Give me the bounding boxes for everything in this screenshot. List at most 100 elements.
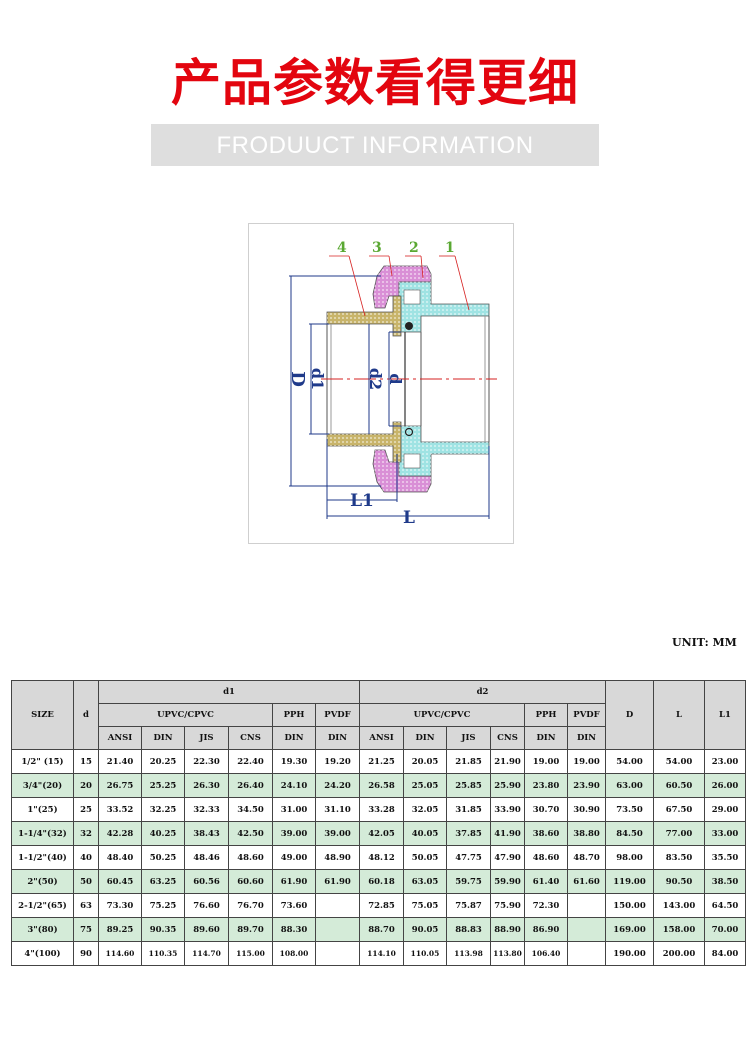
cell-L1: 23.00 <box>704 749 746 774</box>
cell-d1-pph: 108.00 <box>272 941 316 966</box>
cell-d2-pvdf: 61.60 <box>567 869 606 894</box>
cell-d2-pvdf: 23.90 <box>567 773 606 798</box>
cell-d2-jis: 31.85 <box>446 797 491 822</box>
cell-d1-jis: 32.33 <box>184 797 229 822</box>
header-d2-cns: CNS <box>490 726 525 750</box>
header-d1-upvc: UPVC/CPVC <box>98 703 273 727</box>
union-cross-section-diagram: D d1 d2 d L1 L 4 3 2 1 <box>248 223 514 544</box>
cell-d1-cns: 48.60 <box>228 845 273 870</box>
cell-d: 63 <box>73 893 99 918</box>
dim-label-d2: d2 <box>366 368 385 390</box>
cell-d: 32 <box>73 821 99 846</box>
header-d2-pvdf: PVDF <box>567 703 606 727</box>
cell-d2-cns: 47.90 <box>490 845 525 870</box>
cell-d2-pph: 61.40 <box>524 869 568 894</box>
cell-d2-ansi: 48.12 <box>359 845 404 870</box>
cell-size: 2-1/2"(65) <box>11 893 74 918</box>
cell-L: 54.00 <box>653 749 705 774</box>
cell-d1-din: 32.25 <box>141 797 185 822</box>
part-label-4: 4 <box>337 240 347 256</box>
cell-d1-jis: 22.30 <box>184 749 229 774</box>
header-d2-pph-din: DIN <box>524 726 568 750</box>
cell-d1-pph: 49.00 <box>272 845 316 870</box>
subtitle-banner: FRODUUCT INFORMATION <box>151 124 599 166</box>
cell-d1-pvdf: 61.90 <box>315 869 360 894</box>
cell-d1-pvdf <box>315 917 360 942</box>
dim-label-L1: L1 <box>350 491 374 511</box>
cell-d1-jis: 26.30 <box>184 773 229 798</box>
header-d1-pph-din: DIN <box>272 726 316 750</box>
cell-L: 200.00 <box>653 941 705 966</box>
cell-d1-pph: 39.00 <box>272 821 316 846</box>
dimension-lines <box>289 275 490 519</box>
cell-d2-pph: 23.80 <box>524 773 568 798</box>
cell-d2-cns: 59.90 <box>490 869 525 894</box>
cell-d1-din: 63.25 <box>141 869 185 894</box>
cell-d2-cns: 25.90 <box>490 773 525 798</box>
header-L1: L1 <box>704 680 746 750</box>
cell-d1-ansi: 48.40 <box>98 845 142 870</box>
cell-d2-jis: 113.98 <box>446 941 491 966</box>
cell-D: 63.00 <box>605 773 654 798</box>
cell-d2-ansi: 42.05 <box>359 821 404 846</box>
cell-d1-din: 90.35 <box>141 917 185 942</box>
leader-lines <box>329 255 470 317</box>
cell-d1-cns: 34.50 <box>228 797 273 822</box>
cell-d2-cns: 41.90 <box>490 821 525 846</box>
o-ring <box>405 322 413 330</box>
cell-d2-pvdf <box>567 893 606 918</box>
cell-L1: 35.50 <box>704 845 746 870</box>
cell-d1-jis: 48.46 <box>184 845 229 870</box>
cell-d1-ansi: 26.75 <box>98 773 142 798</box>
cell-d1-pph: 88.30 <box>272 917 316 942</box>
cell-d1-din: 20.25 <box>141 749 185 774</box>
header-d1-jis: JIS <box>184 726 229 750</box>
header-size: SIZE <box>11 680 74 750</box>
cell-d1-pvdf <box>315 893 360 918</box>
cell-L: 143.00 <box>653 893 705 918</box>
cell-d1-jis: 60.56 <box>184 869 229 894</box>
cell-d2-jis: 47.75 <box>446 845 491 870</box>
diagram-svg: D d1 d2 d L1 L 4 3 2 1 <box>287 240 497 528</box>
cell-d1-pph: 61.90 <box>272 869 316 894</box>
header-d1-ansi: ANSI <box>98 726 142 750</box>
cell-d1-cns: 22.40 <box>228 749 273 774</box>
cell-d2-jis: 21.85 <box>446 749 491 774</box>
header-d2-din: DIN <box>403 726 447 750</box>
cell-d2-din: 40.05 <box>403 821 447 846</box>
cell-d2-din: 20.05 <box>403 749 447 774</box>
cell-d1-cns: 115.00 <box>228 941 273 966</box>
cell-L: 77.00 <box>653 821 705 846</box>
cell-d1-ansi: 33.52 <box>98 797 142 822</box>
cell-d2-cns: 21.90 <box>490 749 525 774</box>
cell-d2-pvdf: 38.80 <box>567 821 606 846</box>
cell-d1-din: 50.25 <box>141 845 185 870</box>
header-D: D <box>605 680 654 750</box>
cell-d2-pph: 19.00 <box>524 749 568 774</box>
cell-D: 54.00 <box>605 749 654 774</box>
cell-d1-pph: 31.00 <box>272 797 316 822</box>
cell-d2-din: 90.05 <box>403 917 447 942</box>
cell-d2-pph: 48.60 <box>524 845 568 870</box>
cell-d1-ansi: 60.45 <box>98 869 142 894</box>
cell-d2-ansi: 33.28 <box>359 797 404 822</box>
cell-d1-jis: 38.43 <box>184 821 229 846</box>
dim-label-L: L <box>403 508 415 528</box>
cell-d2-cns: 88.90 <box>490 917 525 942</box>
header-d1-pph: PPH <box>272 703 316 727</box>
cell-d1-jis: 76.60 <box>184 893 229 918</box>
cell-L1: 38.50 <box>704 869 746 894</box>
cell-d1-ansi: 21.40 <box>98 749 142 774</box>
cell-d2-pvdf: 19.00 <box>567 749 606 774</box>
header-d2-pph: PPH <box>524 703 568 727</box>
cell-d1-pvdf <box>315 941 360 966</box>
cell-d2-jis: 88.83 <box>446 917 491 942</box>
cell-d2-cns: 33.90 <box>490 797 525 822</box>
cell-d2-din: 25.05 <box>403 773 447 798</box>
unit-label: UNIT: MM <box>672 636 737 649</box>
cell-d1-din: 40.25 <box>141 821 185 846</box>
cell-L1: 84.00 <box>704 941 746 966</box>
cell-d: 15 <box>73 749 99 774</box>
